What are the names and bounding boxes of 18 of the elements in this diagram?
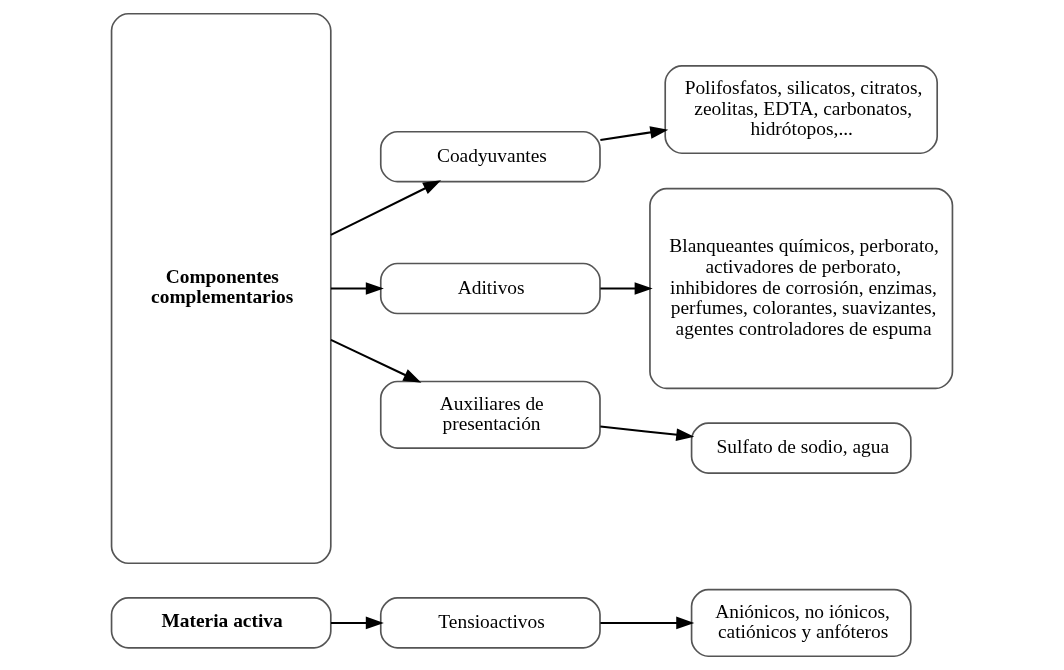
node-box: Blanqueantes químicos, perborato, activadores de perborato, inhibidores de corrosión, enzimas, perfumes, colorantes, suavizantes, agentes controladores de espuma	[649, 187, 954, 390]
node-box: Aniónicos, no iónicos, catiónicos y anfóteros	[690, 588, 912, 658]
arrow	[330, 338, 422, 383]
node-box: Auxiliares de presentación	[379, 380, 601, 449]
node-box: Materia activa	[110, 597, 332, 649]
node-box: Tensioactivos	[379, 597, 601, 649]
node-box: Polifosfatos, silicatos, citratos, zeolitas, EDTA, carbonatos, hidrótopos,...	[664, 64, 939, 155]
node-box: Aditivos	[379, 262, 601, 315]
node-box: Sulfato de sodio, agua	[690, 422, 912, 474]
arrow	[330, 282, 384, 295]
node-box: Coadyuvantes	[379, 130, 601, 183]
arrow	[330, 616, 384, 630]
arrow	[600, 616, 695, 630]
arrow	[600, 282, 653, 295]
arrow	[600, 425, 695, 442]
arrow	[600, 126, 669, 142]
arrow	[330, 180, 442, 236]
node-box: Componentes complementarios	[110, 12, 332, 565]
